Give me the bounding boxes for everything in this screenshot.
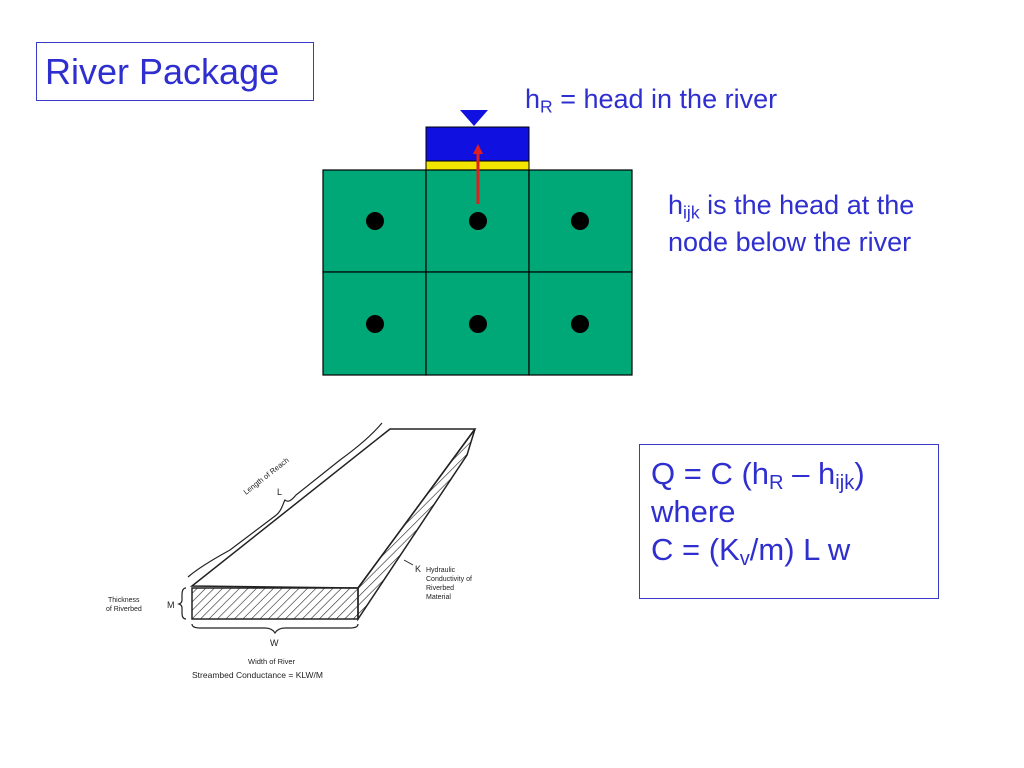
length-brace bbox=[187, 422, 383, 578]
grid-node bbox=[469, 315, 487, 333]
k-label-line: Conductivity of bbox=[426, 576, 472, 583]
river-head-label: hR = head in the river bbox=[525, 84, 777, 115]
width-letter: W bbox=[270, 638, 279, 648]
hr-description: = head in the river bbox=[552, 84, 778, 114]
formula-box: Q = C (hR – hijk) where C = (Kv/m) L w bbox=[639, 444, 939, 599]
formula-part: ) bbox=[854, 456, 865, 491]
grid-node bbox=[366, 212, 384, 230]
formula-part: Q = C (h bbox=[651, 456, 770, 491]
thickness-brace bbox=[177, 587, 187, 620]
title-box: River Package bbox=[36, 42, 314, 101]
formula-line-3: C = (Kv/m) L w bbox=[651, 531, 938, 569]
model-grid-diagram bbox=[322, 110, 633, 376]
formula-line-1: Q = C (hR – hijk) bbox=[651, 455, 938, 493]
figure-caption: Streambed Conductance = KLW/M bbox=[192, 670, 323, 680]
hijk-description-1: is the head at the bbox=[699, 190, 915, 220]
k-pointer bbox=[403, 559, 414, 566]
formula-sub: ijk bbox=[835, 472, 855, 495]
length-letter: L bbox=[277, 487, 282, 497]
formula-part: C = (K bbox=[651, 532, 740, 567]
grid-node bbox=[571, 212, 589, 230]
page-title: River Package bbox=[45, 51, 280, 92]
node-head-label: hijk is the head at the node below the r… bbox=[668, 187, 914, 261]
hijk-subscript: ijk bbox=[683, 202, 700, 223]
thickness-label-line: Thickness bbox=[108, 597, 140, 604]
node-head-line-2: node below the river bbox=[668, 227, 912, 257]
riverbed-front-face bbox=[191, 587, 359, 620]
hr-symbol: h bbox=[525, 84, 541, 114]
hijk-symbol: h bbox=[668, 190, 684, 220]
k-label-line: Material bbox=[426, 594, 451, 601]
water-level-marker-icon bbox=[460, 110, 488, 126]
k-label-line: Hydraulic bbox=[426, 567, 456, 574]
hr-subscript: R bbox=[540, 96, 553, 117]
grid-node bbox=[366, 315, 384, 333]
formula-sub: v bbox=[739, 548, 750, 571]
formula-sub: R bbox=[769, 472, 784, 495]
grid-node bbox=[571, 315, 589, 333]
length-label: Length of Reach bbox=[242, 456, 291, 497]
formula-line-2: where bbox=[651, 494, 736, 529]
width-brace bbox=[191, 623, 359, 635]
thickness-label-line: of Riverbed bbox=[106, 606, 142, 613]
grid-node bbox=[469, 212, 487, 230]
k-label-line: Riverbed bbox=[426, 585, 454, 592]
k-letter: K bbox=[415, 564, 421, 574]
formula-part: /m) L w bbox=[749, 532, 851, 567]
thickness-letter: M bbox=[167, 600, 175, 610]
riverbed-conductance-figure: Length of Reach L K Hydraulic Conductivi… bbox=[106, 422, 477, 680]
flow-arrow-icon bbox=[473, 144, 483, 154]
formula-part: – h bbox=[783, 456, 836, 491]
width-label: Width of River bbox=[248, 657, 296, 666]
riverbed-top-face bbox=[189, 428, 477, 589]
node-head-line-1: hijk is the head at the bbox=[668, 187, 914, 224]
